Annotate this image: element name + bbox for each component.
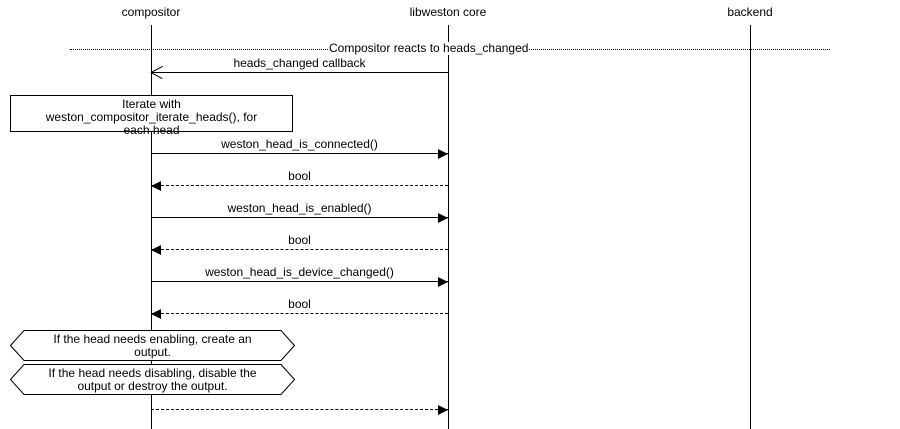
divider-caption: Compositor reacts to heads_changed	[328, 41, 530, 55]
message-line	[151, 249, 448, 250]
participant-label-compositor: compositor	[121, 5, 181, 19]
arrowhead-icon	[151, 245, 161, 255]
message-label: weston_head_is_connected()	[221, 137, 378, 151]
participant-label-libweston-core: libweston core	[409, 5, 487, 19]
message-line	[151, 409, 448, 410]
message-line	[151, 313, 448, 314]
lifeline-compositor	[151, 25, 152, 429]
message-label: weston_head_is_enabled()	[227, 201, 372, 215]
lifeline-libweston-core	[448, 25, 449, 429]
condition-disable-head: If the head needs disabling, disable the…	[10, 364, 295, 395]
message-line	[151, 153, 448, 154]
arrowhead-icon	[438, 277, 448, 287]
message-label: bool	[288, 169, 311, 183]
message-label: bool	[288, 297, 311, 311]
condition-enable-head: If the head needs enabling, create an ou…	[10, 330, 295, 361]
hexagon-outline-icon	[10, 330, 295, 361]
arrowhead-icon	[438, 405, 448, 415]
participant-label-backend: backend	[727, 5, 773, 19]
condition-text: If the head needs enabling, create an ou…	[53, 332, 252, 359]
arrowhead-stroke	[151, 65, 163, 73]
message-line	[151, 217, 448, 218]
message-line	[151, 72, 448, 73]
arrowhead-stroke	[150, 72, 163, 79]
message-label: weston_head_is_device_changed()	[205, 265, 394, 279]
hexagon-outline-icon	[10, 364, 295, 395]
arrowhead-open-icon	[150, 65, 163, 79]
arrowhead-icon	[438, 213, 448, 223]
message-line	[151, 281, 448, 282]
arrowhead-icon	[151, 309, 161, 319]
message-label: heads_changed callback	[233, 56, 366, 70]
condition-text: If the head needs disabling, disable the…	[48, 366, 257, 393]
arrowhead-icon	[151, 181, 161, 191]
iterate-heads-note: Iterate with weston_compositor_iterate_h…	[10, 95, 293, 137]
message-line	[151, 185, 448, 186]
arrowhead-icon	[438, 149, 448, 159]
message-label: bool	[288, 233, 311, 247]
lifeline-backend	[750, 25, 751, 429]
